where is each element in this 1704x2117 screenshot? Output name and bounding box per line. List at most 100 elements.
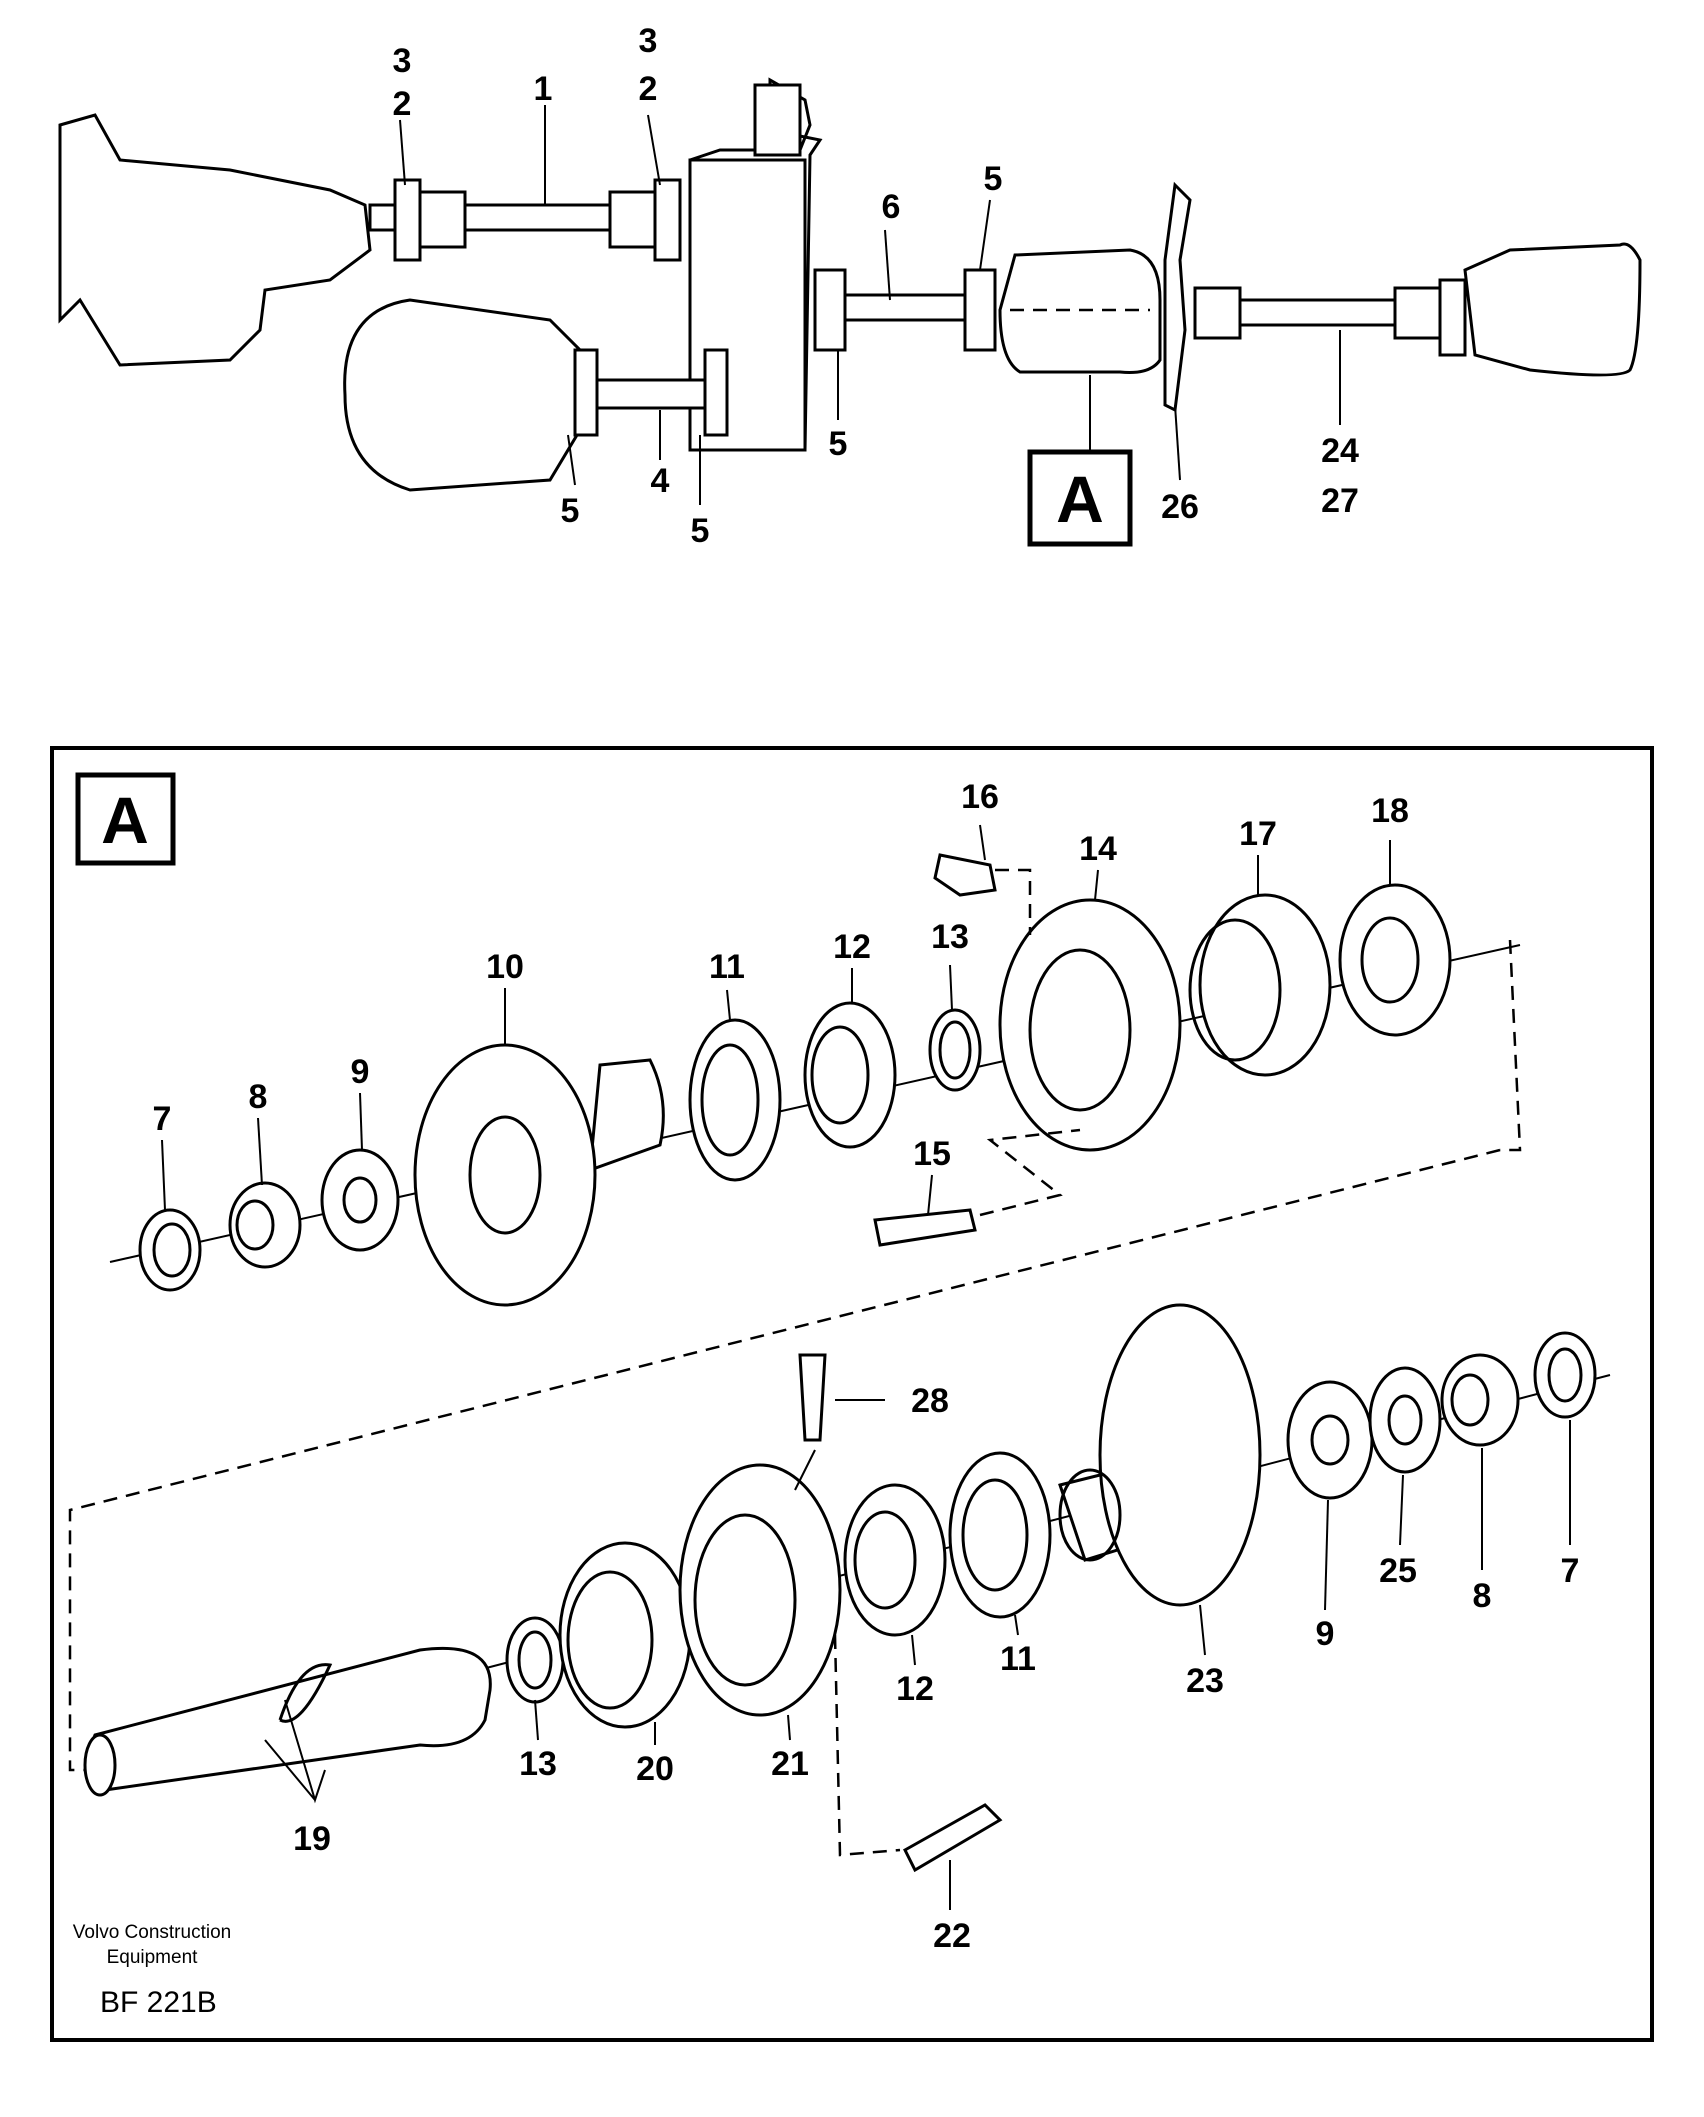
nut-8 [228,1181,302,1269]
dash-left-connect [68,1148,1501,1772]
leader-15 [927,1174,933,1216]
label-11: 11 [709,948,745,986]
leader-16 [979,824,986,861]
flange-2b [653,178,682,262]
label-15: 15 [913,1135,951,1173]
seal-18 [1338,883,1452,1037]
leader-13-lower [534,1699,539,1741]
flange-5d [963,268,997,352]
flange-5b [703,348,729,437]
flange-5a [573,348,599,437]
leader-9-lower [1324,1499,1329,1611]
shaft-19-break [278,1663,333,1723]
leader-13 [949,964,953,1011]
lower-exploded-row: 28 9 25 8 7 23 12 11 13 20 21 19 22 [68,1148,1611,1955]
joint-24a [1193,286,1242,340]
label-8-lower: 8 [1473,1577,1492,1615]
seal-11-lower-inner [961,1478,1029,1592]
label-27: 27 [1321,482,1359,520]
leader-8 [257,1117,263,1186]
label-4: 4 [651,462,670,500]
transfer-case-top [753,83,802,157]
footer-company-line2: Equipment [107,1947,199,1968]
label-9: 9 [351,1053,370,1091]
gearbox-housing [58,113,372,367]
label-26: 26 [1161,488,1199,526]
label-10: 10 [486,948,524,986]
bearing-housing-21-bore [693,1513,797,1687]
lock-washer-9-lower [1286,1380,1374,1500]
bearing-housing-14-bore [1028,948,1132,1112]
label-9-lower: 9 [1316,1615,1335,1653]
leader-21 [787,1714,791,1741]
seal-12 [803,1001,897,1149]
detail-marker-label: A [101,783,149,857]
roller-bearing-17-rollers [1188,918,1282,1062]
label-8: 8 [249,1078,268,1116]
label-3b: 3 [639,22,658,60]
label-13-lower: 13 [519,1745,557,1783]
section-marker-box [1027,449,1133,547]
snap-ring-7-lower-inner [1547,1347,1583,1403]
label-11-lower: 11 [1000,1640,1036,1678]
label-22: 22 [933,1917,971,1955]
upper-exploded-row: 16 14 17 18 10 11 12 13 7 8 9 15 [109,778,1522,1307]
leader-19 [264,1699,326,1804]
leader-11-lower [1014,1614,1019,1636]
leader-28-a [794,1449,816,1491]
lock-washer-9 [320,1148,400,1252]
seal-12-lower [843,1483,947,1637]
label-5c: 5 [984,160,1003,198]
seal-12-inner [810,1025,870,1125]
front-axle-housing [343,298,587,492]
snap-ring-7-lower [1533,1331,1597,1419]
washer-25-hole [1387,1394,1423,1446]
shaft-19-end [83,1733,117,1797]
lock-washer-9-lower-hole [1310,1414,1350,1466]
leader-7 [161,1139,166,1211]
label-28: 28 [911,1382,949,1420]
grease-nipple-28 [798,1353,827,1442]
leader-25 [1399,1474,1404,1546]
footer-company-line1: Volvo Construction [73,1922,231,1943]
leader-11 [726,989,731,1021]
footer-code: BF 221B [100,1986,217,2019]
label-5a: 5 [561,492,580,530]
shaft-4 [578,378,717,410]
label-25: 25 [1379,1552,1417,1590]
joint-1b [608,190,657,249]
nut-8-thread [235,1199,275,1251]
label-5b: 5 [691,512,710,550]
label-7-lower: 7 [1561,1552,1580,1590]
label-1: 1 [534,70,553,108]
roller-bearing-17 [1198,893,1332,1077]
label-19: 19 [293,1820,331,1858]
overview-drivetrain: 3 2 1 3 2 6 5 5 5 4 5 26 24 27 A [58,22,1642,550]
o-ring-13 [928,1008,982,1092]
leader-2b [647,114,661,186]
seal-18-inner [1360,916,1420,1004]
joint-1a [418,190,467,249]
nut-8-lower-thread [1450,1373,1490,1427]
leader-5c [979,199,991,271]
label-23: 23 [1186,1662,1224,1700]
dash-15 [979,1128,1081,1217]
bolt-22 [903,1803,1003,1873]
label-12: 12 [833,928,871,966]
detail-marker-box [75,772,176,866]
flange-24 [1438,278,1467,357]
detail-frame [50,746,1654,2042]
o-ring-13-inner [938,1020,972,1080]
flange-2a [393,178,422,262]
leader-6 [884,229,891,301]
dash-upper-right [1500,939,1522,1152]
roller-bearing-20 [558,1541,692,1729]
leader-2a [399,119,406,186]
seal-11 [688,1018,782,1182]
roller-bearing-20-rollers [566,1570,654,1710]
label-16: 16 [961,778,999,816]
label-14: 14 [1079,830,1117,868]
label-20: 20 [636,1750,674,1788]
grease-nipple-16 [933,853,997,897]
flange-10 [413,1043,597,1307]
